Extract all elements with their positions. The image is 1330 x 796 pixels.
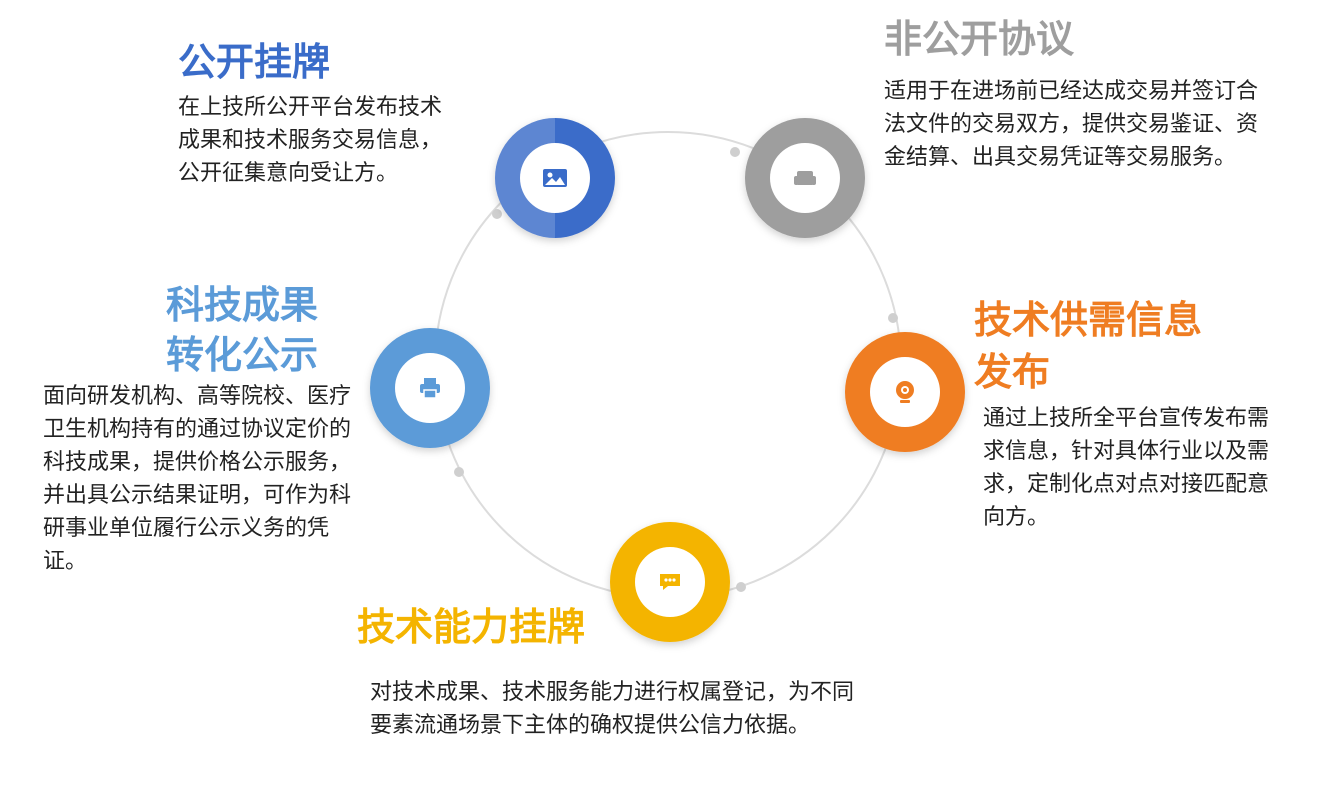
node-desc-feigongkai: 适用于在进场前已经达成交易并签订合法文件的交易双方，提供交易鉴证、资金结算、出具… <box>884 79 1259 170</box>
node-badge-feigongkai[interactable] <box>770 143 840 213</box>
printer-icon <box>420 378 440 399</box>
node-badge-gongxu[interactable] <box>870 357 940 427</box>
sofa-icon <box>794 171 816 185</box>
image-icon <box>543 169 567 187</box>
connector-dot <box>730 147 740 157</box>
connector-dot <box>492 209 502 219</box>
connector-dot <box>736 582 746 592</box>
node-desc-nengli: 对技术成果、技术服务能力进行权属登记，为不同要素流通场景下主体的确权提供公信力依… <box>370 680 855 738</box>
node-badge-gongkai[interactable] <box>520 143 590 213</box>
connector-dot <box>454 467 464 477</box>
connector-dot <box>888 313 898 323</box>
node-badge-gongshi[interactable] <box>395 353 465 423</box>
node-title-gongshi: 科技成果转化公示 <box>166 283 319 377</box>
node-title-gongkai: 公开挂牌 <box>178 40 331 84</box>
node-title-gongxu: 技术供需信息发布 <box>974 298 1203 394</box>
node-desc-gongshi: 面向研发机构、高等院校、医疗卫生机构持有的通过协议定价的科技成果，提供价格公示服… <box>43 384 352 574</box>
node-title-nengli: 技术能力挂牌 <box>357 605 586 649</box>
node-badge-nengli[interactable] <box>635 547 705 617</box>
node-title-feigongkai: 非公开协议 <box>884 17 1075 61</box>
webcam-icon <box>896 381 914 403</box>
node-desc-gongxu: 通过上技所全平台宣传发布需求信息，针对具体行业以及需求，定制化点对点对接匹配意向… <box>983 406 1270 530</box>
node-desc-gongkai: 在上技所公开平台发布技术成果和技术服务交易信息，公开征集意向受让方。 <box>178 95 443 186</box>
chat-icon <box>660 574 680 590</box>
